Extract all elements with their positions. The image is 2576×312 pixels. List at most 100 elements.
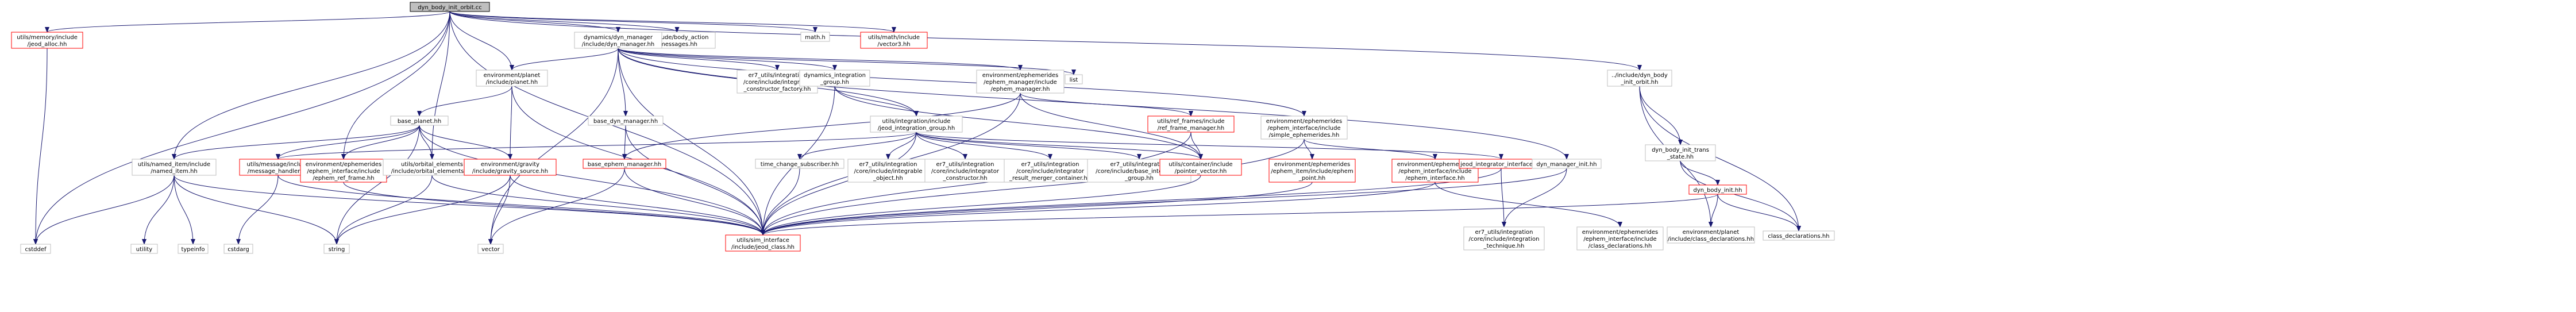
node-label: _group.hh — [1124, 175, 1154, 182]
node-jeod-integration-group[interactable]: utils/integration/include/jeod_integrati… — [870, 115, 963, 133]
node-result-merger-container[interactable]: er7_utils/integration/core/include/integ… — [1004, 159, 1097, 183]
node-label: environment/ephemerides — [306, 161, 382, 168]
node-label: /pointer_vector.hh — [1175, 168, 1227, 175]
node-jeod-integrator-interface[interactable]: jeod_integrator_interface.hh — [1459, 159, 1544, 169]
node-ephem-manager[interactable]: environment/ephemerides/ephem_manager/in… — [976, 70, 1065, 94]
node-cstdarg[interactable]: cstdarg — [223, 244, 253, 254]
node-label: /ephem_ref_frame.hh — [313, 175, 374, 182]
edge-message-handler-to-cstdarg — [236, 175, 279, 245]
node-box — [1463, 226, 1545, 251]
node-dyn-manager-init[interactable]: dyn_manager_init.hh — [1532, 159, 1602, 169]
node-jeod-alloc[interactable]: utils/memory/include/jeod_alloc.hh — [11, 32, 83, 49]
node-ref-frame-manager[interactable]: utils/ref_frames/include/ref_frame_manag… — [1147, 115, 1235, 133]
node-label: /ephem_interface/include — [307, 168, 380, 175]
node-list[interactable]: list — [1065, 74, 1083, 84]
node-simple-ephemerides[interactable]: environment/ephemerides/ephem_interface/… — [1260, 115, 1348, 140]
edge-jeod-integrator-interface-to-integration-technique — [1501, 168, 1506, 228]
node-dyn-manager[interactable]: dynamics/dyn_manager/include/dyn_manager… — [574, 32, 662, 49]
edge-gravity-source-to-vector — [488, 175, 511, 245]
node-box — [1576, 226, 1664, 251]
node-integrable-object[interactable]: er7_utils/integration/core/include/integ… — [847, 159, 929, 183]
node-planet-class-declarations[interactable]: environment/planet/include/class_declara… — [1667, 226, 1755, 244]
node-root[interactable]: dyn_body_init_orbit.cc — [410, 2, 490, 12]
node-pointer-vector[interactable]: utils/container/include/pointer_vector.h… — [1159, 159, 1242, 176]
node-box — [1667, 226, 1755, 244]
edge-simple-ephemerides-to-ephem-point — [1304, 138, 1314, 160]
node-gravity-source[interactable]: environment/gravity/include/gravity_sour… — [464, 159, 557, 176]
node-ephem-ref-frame[interactable]: environment/ephemerides/ephem_interface/… — [300, 159, 387, 183]
edge-base-ephem-manager-to-vector — [488, 168, 625, 245]
node-dyn-body-init-trans-state[interactable]: dyn_body_init_trans_state.hh — [1645, 144, 1716, 161]
node-label: cstdarg — [227, 246, 249, 253]
edge-dyn-body-init-to-planet-class-declarations — [1709, 194, 1718, 228]
edge-message-handler-to-jeod-class — [277, 175, 765, 236]
edge-gravity-source-to-string — [334, 175, 511, 245]
node-label: /include/class_declarations.hh — [1668, 236, 1754, 242]
node-box — [924, 159, 1006, 183]
node-ephem-point[interactable]: environment/ephemerides/ephem_item/inclu… — [1268, 159, 1356, 183]
node-label: jeod_integrator_interface.hh — [1460, 161, 1542, 168]
edge-dyn-manager-to-vector — [488, 48, 619, 245]
edge-jeod-integration-group-to-base-integration-group — [916, 132, 1142, 160]
node-base-ephem-manager[interactable]: base_ephem_manager.hh — [583, 159, 666, 169]
node-box — [1532, 159, 1602, 169]
node-box — [464, 159, 557, 176]
edge-jeod-integration-group-to-integrator-constructor — [916, 132, 967, 160]
edge-time-change-subscriber-to-jeod-class — [761, 168, 800, 236]
node-utility[interactable]: utility — [130, 244, 158, 254]
node-integrator-constructor[interactable]: er7_utils/integration/core/include/integ… — [924, 159, 1006, 183]
node-label: vector — [481, 246, 500, 253]
node-typeinfo[interactable]: typeinfo — [178, 244, 209, 254]
node-label: cstddef — [25, 246, 47, 253]
node-time-change-subscriber[interactable]: time_change_subscriber.hh — [755, 159, 844, 169]
edge-named-item-to-cstddef — [33, 175, 175, 245]
node-label: list — [1070, 77, 1078, 83]
node-class-declarations[interactable]: class_declarations.hh — [1763, 230, 1835, 241]
node-label: utils/integration/include — [882, 118, 951, 125]
node-label: environment/ephemerides — [1274, 161, 1351, 168]
node-box — [178, 244, 209, 254]
node-dyn-body-init[interactable]: dyn_body_init.hh — [1688, 184, 1747, 195]
node-label: _group.hh — [820, 79, 849, 86]
node-label: /ephem_manager/include — [984, 79, 1057, 86]
node-base-dyn-manager[interactable]: base_dyn_manager.hh — [588, 115, 664, 126]
node-named-item[interactable]: utils/named_item/include/named_item.hh — [132, 159, 217, 176]
node-label: typeinfo — [181, 246, 205, 253]
node-label: string — [329, 246, 345, 253]
node-box — [1159, 159, 1242, 176]
node-box — [1607, 70, 1672, 87]
edge-named-item-to-string — [173, 175, 339, 245]
edge-root-to-ephem-ref-frame — [341, 11, 450, 160]
node-label: base_dyn_manager.hh — [593, 118, 658, 125]
node-label: _messages.hh — [656, 41, 697, 48]
node-integration-technique[interactable]: er7_utils/integration/core/include/integ… — [1463, 226, 1545, 251]
node-label: dyn_body_init_trans — [1652, 147, 1709, 153]
node-ephem-interface[interactable]: environment/ephemerides/ephem_interface/… — [1391, 159, 1479, 183]
node-box — [1688, 184, 1747, 195]
edge-ephem-manager-to-ref-frame-manager — [1020, 93, 1193, 117]
node-vector3[interactable]: utils/math/include/vector3.hh — [860, 32, 928, 49]
node-label: /jeod_integration_group.hh — [878, 125, 955, 132]
node-math-h[interactable]: math.h — [800, 32, 830, 42]
node-label: environment/planet — [1683, 229, 1740, 236]
node-jeod-class[interactable]: utils/sim_interface/include/jeod_class.h… — [725, 234, 801, 252]
node-cstddef[interactable]: cstddef — [20, 244, 51, 254]
node-dynamics-integration-group[interactable]: dynamics_integration_group.hh — [799, 70, 870, 87]
node-label: /vector3.hh — [877, 41, 910, 48]
node-vector[interactable]: vector — [477, 244, 504, 254]
node-label: utils/memory/include — [17, 34, 78, 41]
node-label: environment/ephemerides — [1582, 229, 1659, 236]
node-label: environment/ephemerides — [1397, 161, 1474, 168]
node-string[interactable]: string — [323, 244, 350, 254]
edge-jeod-integration-group-to-pointer-vector — [916, 132, 1203, 160]
node-dyn-body-init-orbit-hh[interactable]: ../include/dyn_body_init_orbit.hh — [1607, 70, 1672, 87]
edge-layer — [33, 11, 1801, 245]
node-ephem-class-declarations[interactable]: environment/ephemerides/ephem_interface/… — [1576, 226, 1664, 251]
edge-jeod-integration-group-to-message-handler — [276, 132, 917, 160]
edge-base-planet-to-string — [334, 125, 420, 245]
node-base-planet[interactable]: base_planet.hh — [390, 115, 449, 126]
edge-simple-ephemerides-to-ephem-interface — [1304, 138, 1437, 160]
node-label: /named_item.hh — [151, 168, 198, 175]
node-planet[interactable]: environment/planet/include/planet.hh — [476, 70, 548, 87]
edge-simple-ephemerides-to-jeod-class — [761, 138, 1305, 236]
